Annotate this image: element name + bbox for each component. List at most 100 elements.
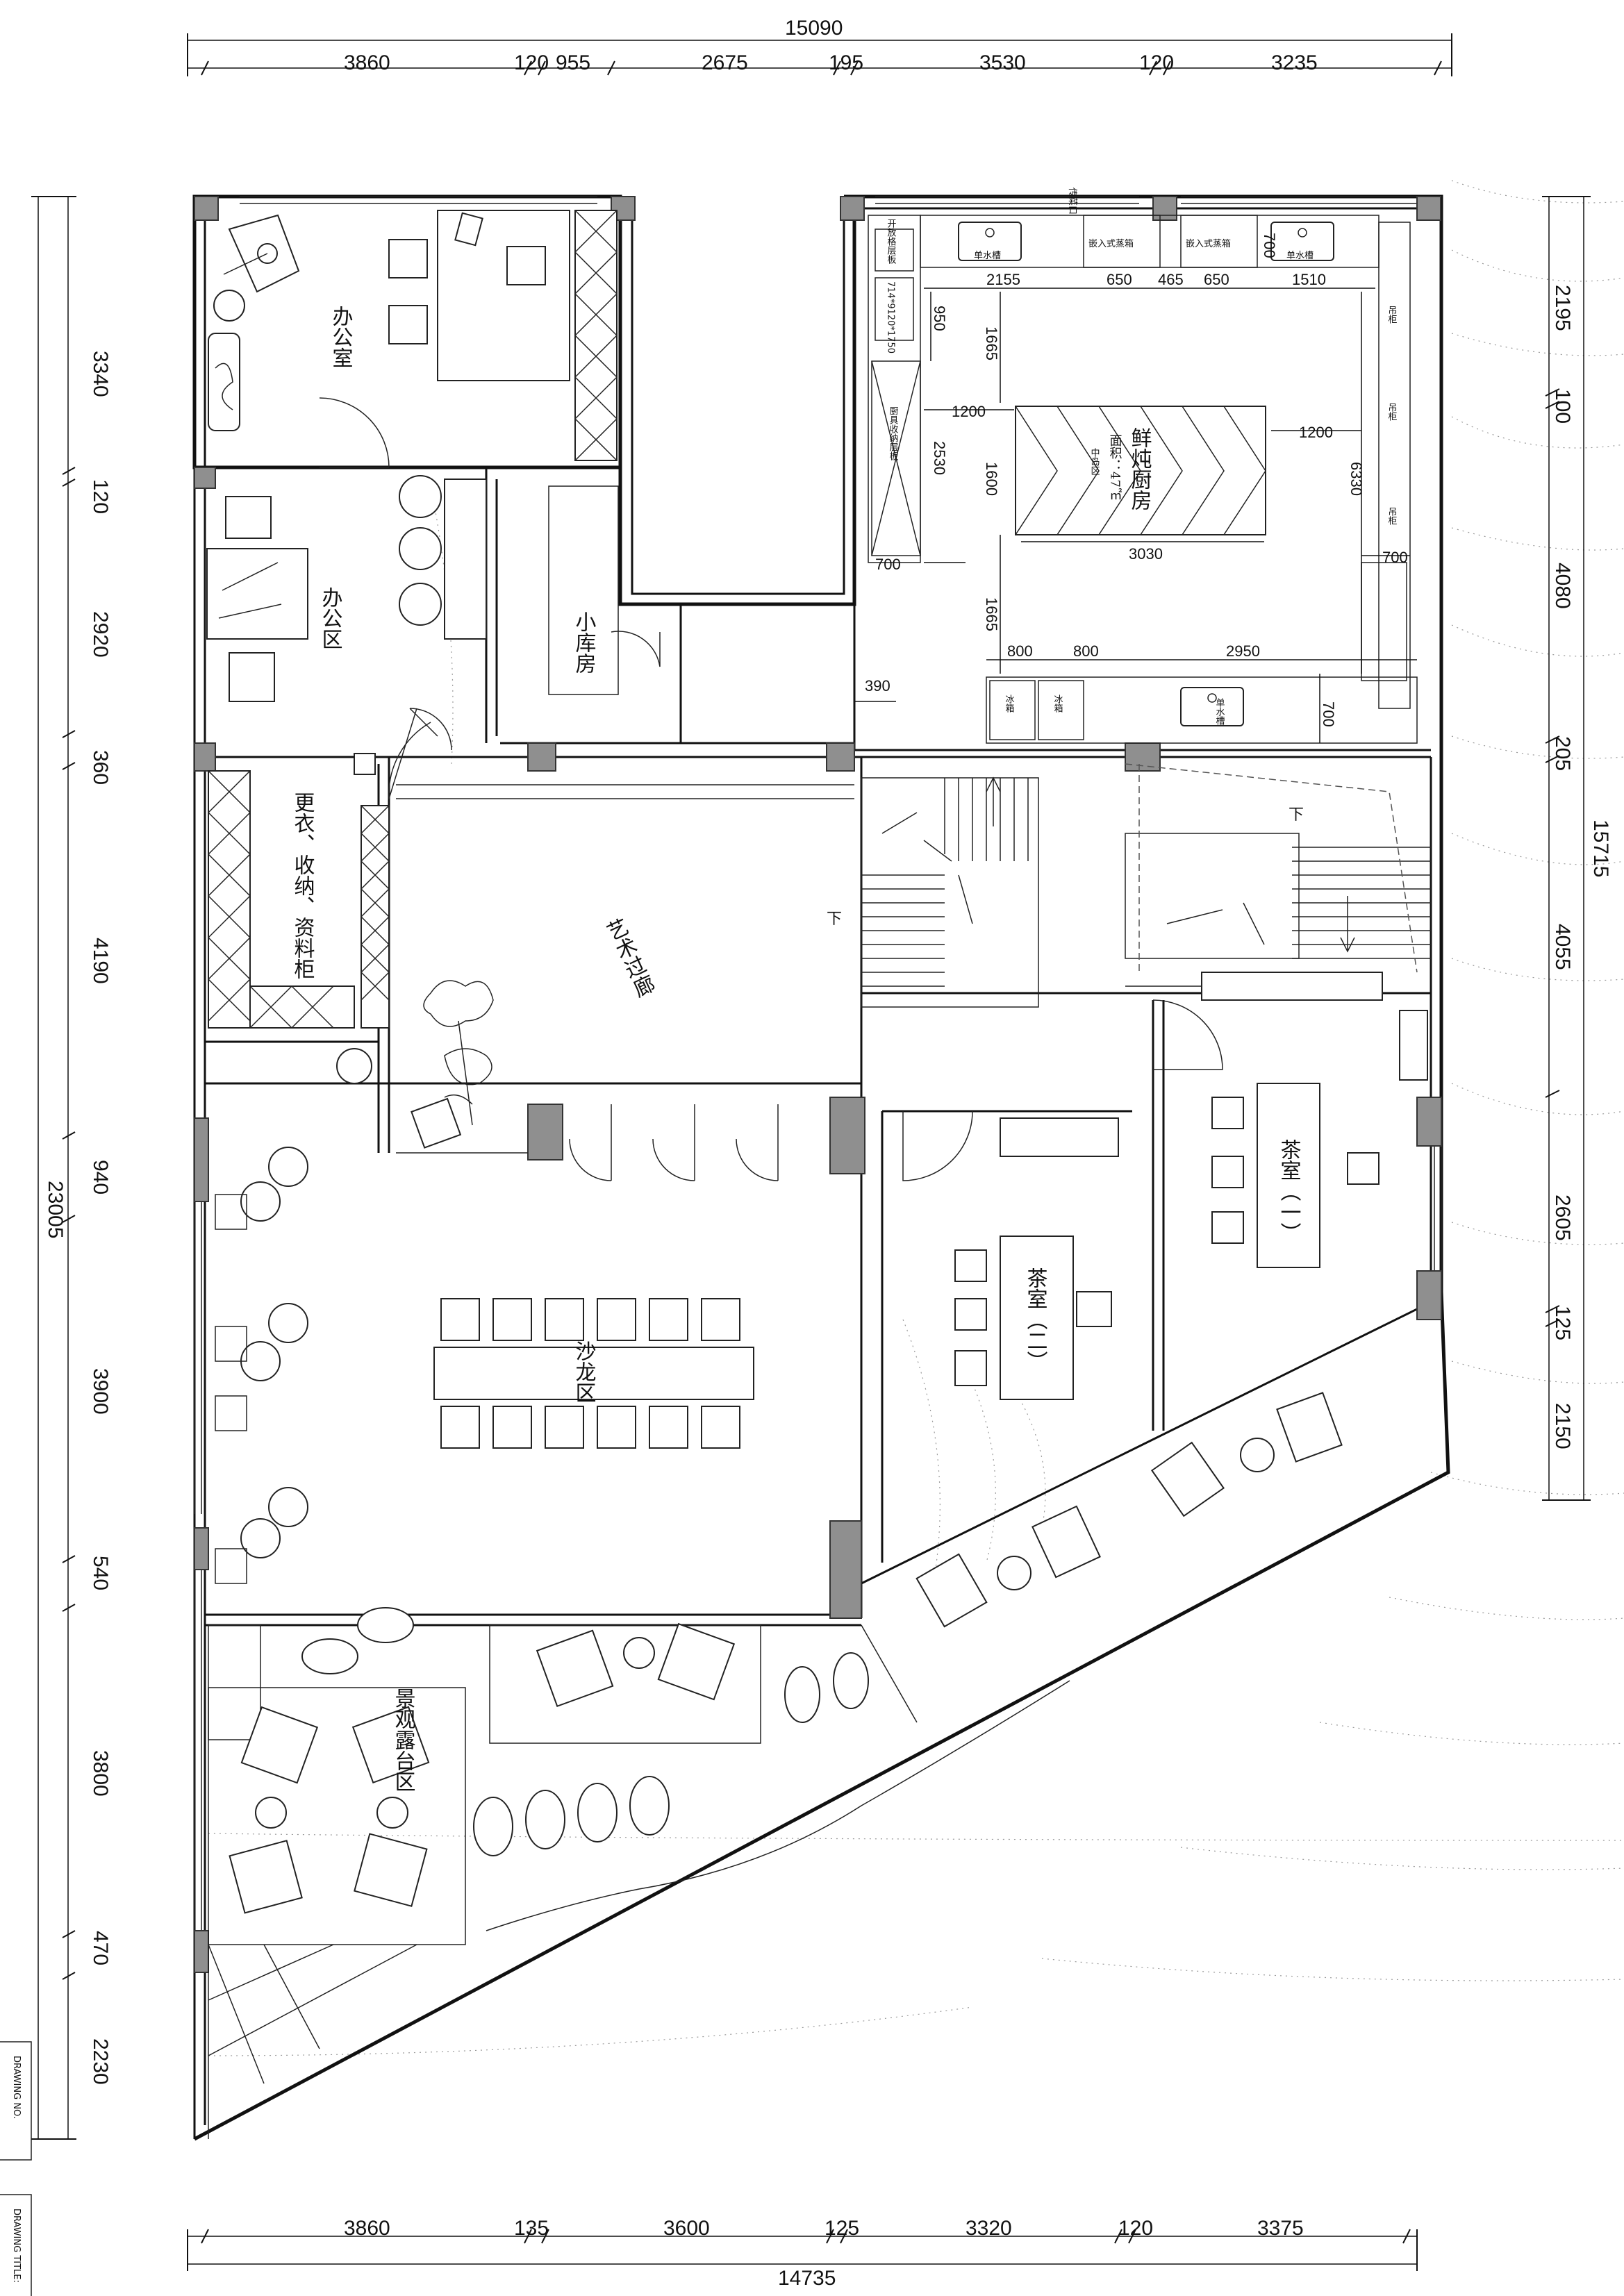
dim-right-8: 2150 [1551, 1403, 1574, 1449]
salon: 沙龙区 [215, 1147, 754, 1584]
pass-label: 传菜口 [1067, 188, 1077, 215]
tea-room-2-label: 茶室（二） [1023, 1267, 1048, 1372]
board-label: 开放格层板 [886, 219, 897, 265]
dim-left-9: 3800 [89, 1750, 112, 1797]
salon-label: 沙龙区 [572, 1340, 596, 1403]
dim-left-8: 540 [89, 1556, 112, 1590]
dim-bottom-1: 3860 [344, 2217, 390, 2240]
dim-right-6: 2605 [1551, 1195, 1574, 1241]
dim-top-total: 15090 [785, 17, 843, 40]
sink-label-2: 单水槽 [1286, 251, 1314, 261]
dim-k-700c: 700 [1320, 701, 1337, 727]
fridge-label-2: 冰箱 [1052, 694, 1063, 713]
art-corridor: 艺术过廊 [396, 784, 854, 1181]
dim-left-6: 940 [89, 1160, 112, 1195]
dim-top-7: 120 [1139, 51, 1174, 74]
dim-k-800b: 800 [1073, 642, 1099, 660]
dim-top-4: 2675 [702, 51, 748, 74]
dim-k-390: 390 [865, 677, 890, 694]
small-storage-room: 小库房 [548, 485, 661, 695]
dim-right-2: 100 [1551, 389, 1574, 424]
stairs: 下 下 [827, 763, 1431, 1008]
dim-left-2: 120 [89, 479, 112, 514]
sink-label-3: 单水槽 [1214, 698, 1225, 726]
dim-k-1200a: 1200 [952, 403, 986, 420]
cabinet-label-2: 吊柜 [1386, 403, 1398, 421]
office-area-label: 办公区 [318, 587, 342, 649]
dim-k-5: 1510 [1292, 271, 1326, 288]
dim-bottom-total: 14735 [778, 2267, 836, 2290]
drawing-title-label: DRAWING TITLE: [11, 2208, 22, 2283]
cabinet-label-1: 吊柜 [1386, 306, 1398, 324]
dim-left-4: 360 [89, 750, 112, 785]
dim-top-1: 3860 [344, 51, 390, 74]
dim-left-10: 470 [89, 1931, 112, 1965]
dim-right-5: 4055 [1551, 924, 1574, 970]
dimension-top: 15090 3860 120 955 2675 195 3530 120 323… [187, 17, 1452, 76]
dimension-bottom: 3860 135 3600 125 3320 120 3375 14735 [187, 2217, 1418, 2290]
kitchen-dimensions: 2155 650 465 650 1510 950 1665 1200 2530… [854, 233, 1417, 743]
dim-top-6: 3530 [979, 51, 1026, 74]
dim-left-11: 2230 [89, 2038, 112, 2085]
dim-bottom-4: 125 [825, 2217, 859, 2240]
stair-down-label-2: 下 [1289, 806, 1304, 823]
dim-k-700b: 700 [1382, 549, 1408, 566]
dim-k-700d: 700 [1261, 233, 1278, 258]
storage-rack-label: 厨具收纳层板 [888, 406, 899, 461]
small-storage-label: 小库房 [572, 611, 597, 674]
sink-label-1: 单水槽 [974, 251, 1001, 261]
drawing-no-label: DRAWING NO. [11, 2056, 22, 2119]
kitchen-note: 中岛区 [1089, 448, 1100, 475]
fridge-label-1: 冰箱 [1004, 694, 1015, 713]
dim-k-1: 2155 [986, 271, 1020, 288]
dim-k-1665b: 1665 [983, 597, 1000, 631]
oven-label-2: 嵌入式蒸箱 [1186, 238, 1231, 249]
terrace-label: 景观露台区 [391, 1688, 415, 1792]
dim-k-6330: 6330 [1348, 462, 1365, 496]
dim-bottom-6: 120 [1118, 2217, 1153, 2240]
dim-k-2950: 2950 [1226, 642, 1260, 660]
dimension-right: 2195 100 4080 205 4055 2605 125 2150 157… [1542, 196, 1612, 1501]
tea-room-1-label: 茶室（一） [1277, 1139, 1302, 1243]
dim-left-1: 3340 [89, 351, 112, 397]
dim-k-4: 650 [1204, 271, 1229, 288]
dim-top-8: 3235 [1271, 51, 1318, 74]
dim-k-1600: 1600 [983, 462, 1000, 496]
dim-k-950: 950 [931, 306, 948, 331]
dim-bottom-7: 3375 [1257, 2217, 1304, 2240]
dim-k-3030: 3030 [1129, 545, 1163, 563]
dim-right-1: 2195 [1551, 285, 1574, 331]
dim-k-2: 650 [1107, 271, 1132, 288]
dim-k-1665a: 1665 [983, 326, 1000, 360]
dimension-left: 3340 120 2920 360 4190 940 3900 540 3800… [31, 196, 112, 2140]
dim-top-3: 955 [556, 51, 590, 74]
dim-k-800a: 800 [1007, 642, 1033, 660]
office-area-room: 办公区 [206, 475, 487, 751]
dim-right-4: 205 [1551, 736, 1574, 771]
tea-room-1: 茶室（一） [1152, 999, 1428, 1268]
dim-k-3: 465 [1158, 271, 1184, 288]
kitchen-misc-label: 714*9120*1750 [886, 281, 896, 353]
title-sidebar: DRAWING NO. DRAWING TITLE: [0, 2041, 32, 2296]
kitchen-area-label: 面积：47㎡ [1108, 434, 1122, 500]
dim-top-2: 120 [514, 51, 549, 74]
dim-k-700a: 700 [875, 556, 901, 573]
dim-k-2530: 2530 [931, 441, 948, 475]
wardrobe-label: 更衣、收纳、资料柜 [290, 792, 315, 979]
dim-right-3: 4080 [1551, 563, 1574, 609]
tea-room-2: 茶室（二） [902, 1110, 1119, 1400]
office-room: 办公室 [208, 210, 618, 468]
dim-bottom-5: 3320 [966, 2217, 1012, 2240]
dim-bottom-2: 135 [514, 2217, 549, 2240]
dim-top-5: 195 [829, 51, 863, 74]
stair-down-label-1: 下 [827, 910, 842, 927]
dim-left-total: 23005 [44, 1181, 67, 1238]
kitchen-label: 鲜炖厨房 [1127, 427, 1152, 510]
dim-left-5: 4190 [89, 938, 112, 984]
terrace: 景观露台区 [208, 1392, 1343, 2139]
dim-right-7: 125 [1551, 1306, 1574, 1340]
dim-right-total: 15715 [1589, 820, 1612, 877]
kitchen: 鲜炖厨房 面积：47㎡ 中岛区 单水槽 单水槽 单水槽 嵌入式蒸箱 嵌入式蒸箱 … [868, 188, 1418, 744]
windows [194, 196, 1442, 1931]
